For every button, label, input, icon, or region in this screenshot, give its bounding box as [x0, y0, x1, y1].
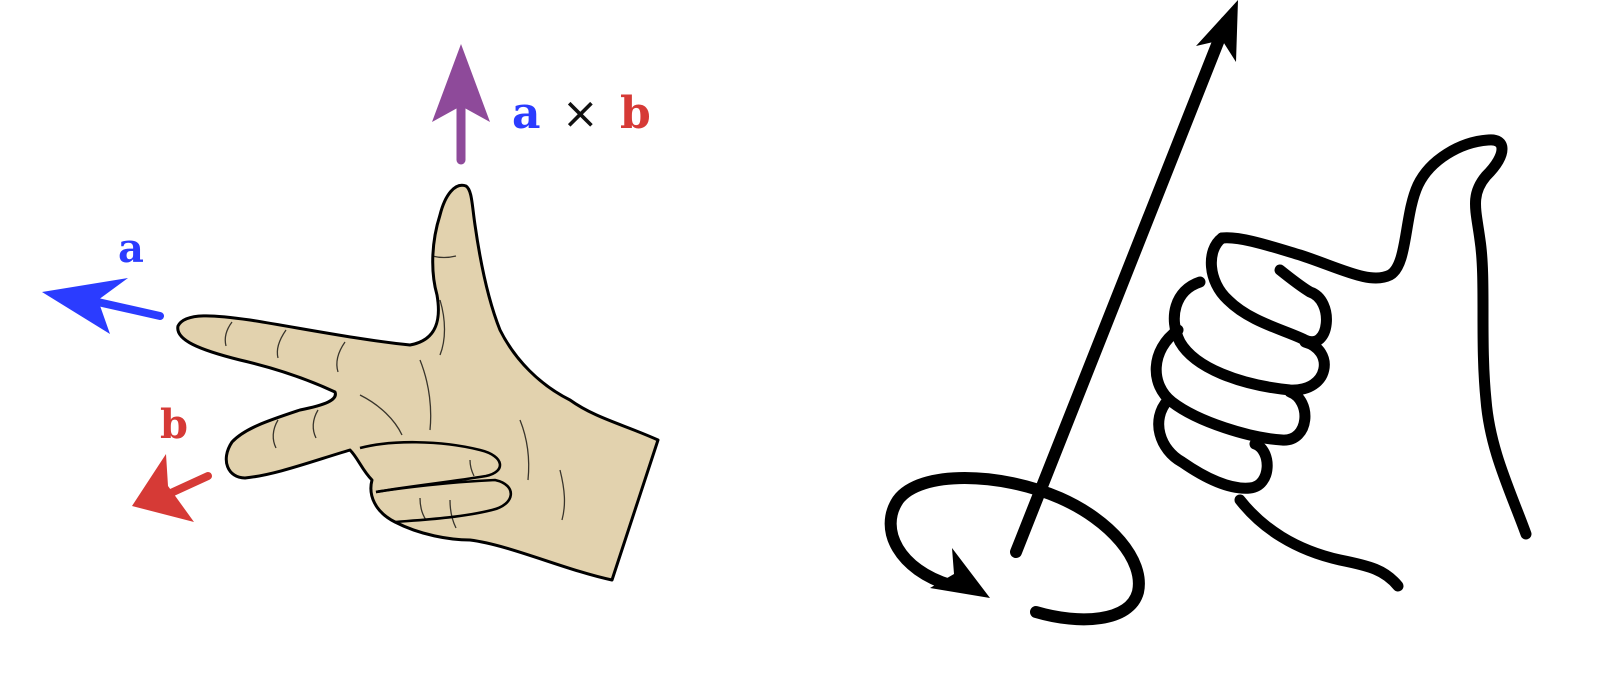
- left-hand-panel: a b a × b: [42, 44, 660, 582]
- vector-b-label: b: [160, 401, 188, 448]
- cross-label-b: b: [620, 88, 651, 139]
- cross-product-arrow: [432, 44, 490, 165]
- straight-arrow-icon: [1010, 0, 1238, 558]
- pointing-hand-icon: [176, 183, 660, 582]
- cross-product-label: a × b: [512, 88, 651, 139]
- vector-b-arrow: [132, 454, 212, 522]
- circular-arrow-icon: [884, 472, 1145, 626]
- vector-a-arrow: [42, 278, 164, 334]
- cross-label-a: a: [512, 88, 541, 139]
- curled-hand-icon: [1150, 134, 1532, 592]
- vector-a-label: a: [118, 225, 144, 272]
- curl-rule-panel: [884, 0, 1532, 626]
- cross-label-times: ×: [562, 88, 599, 139]
